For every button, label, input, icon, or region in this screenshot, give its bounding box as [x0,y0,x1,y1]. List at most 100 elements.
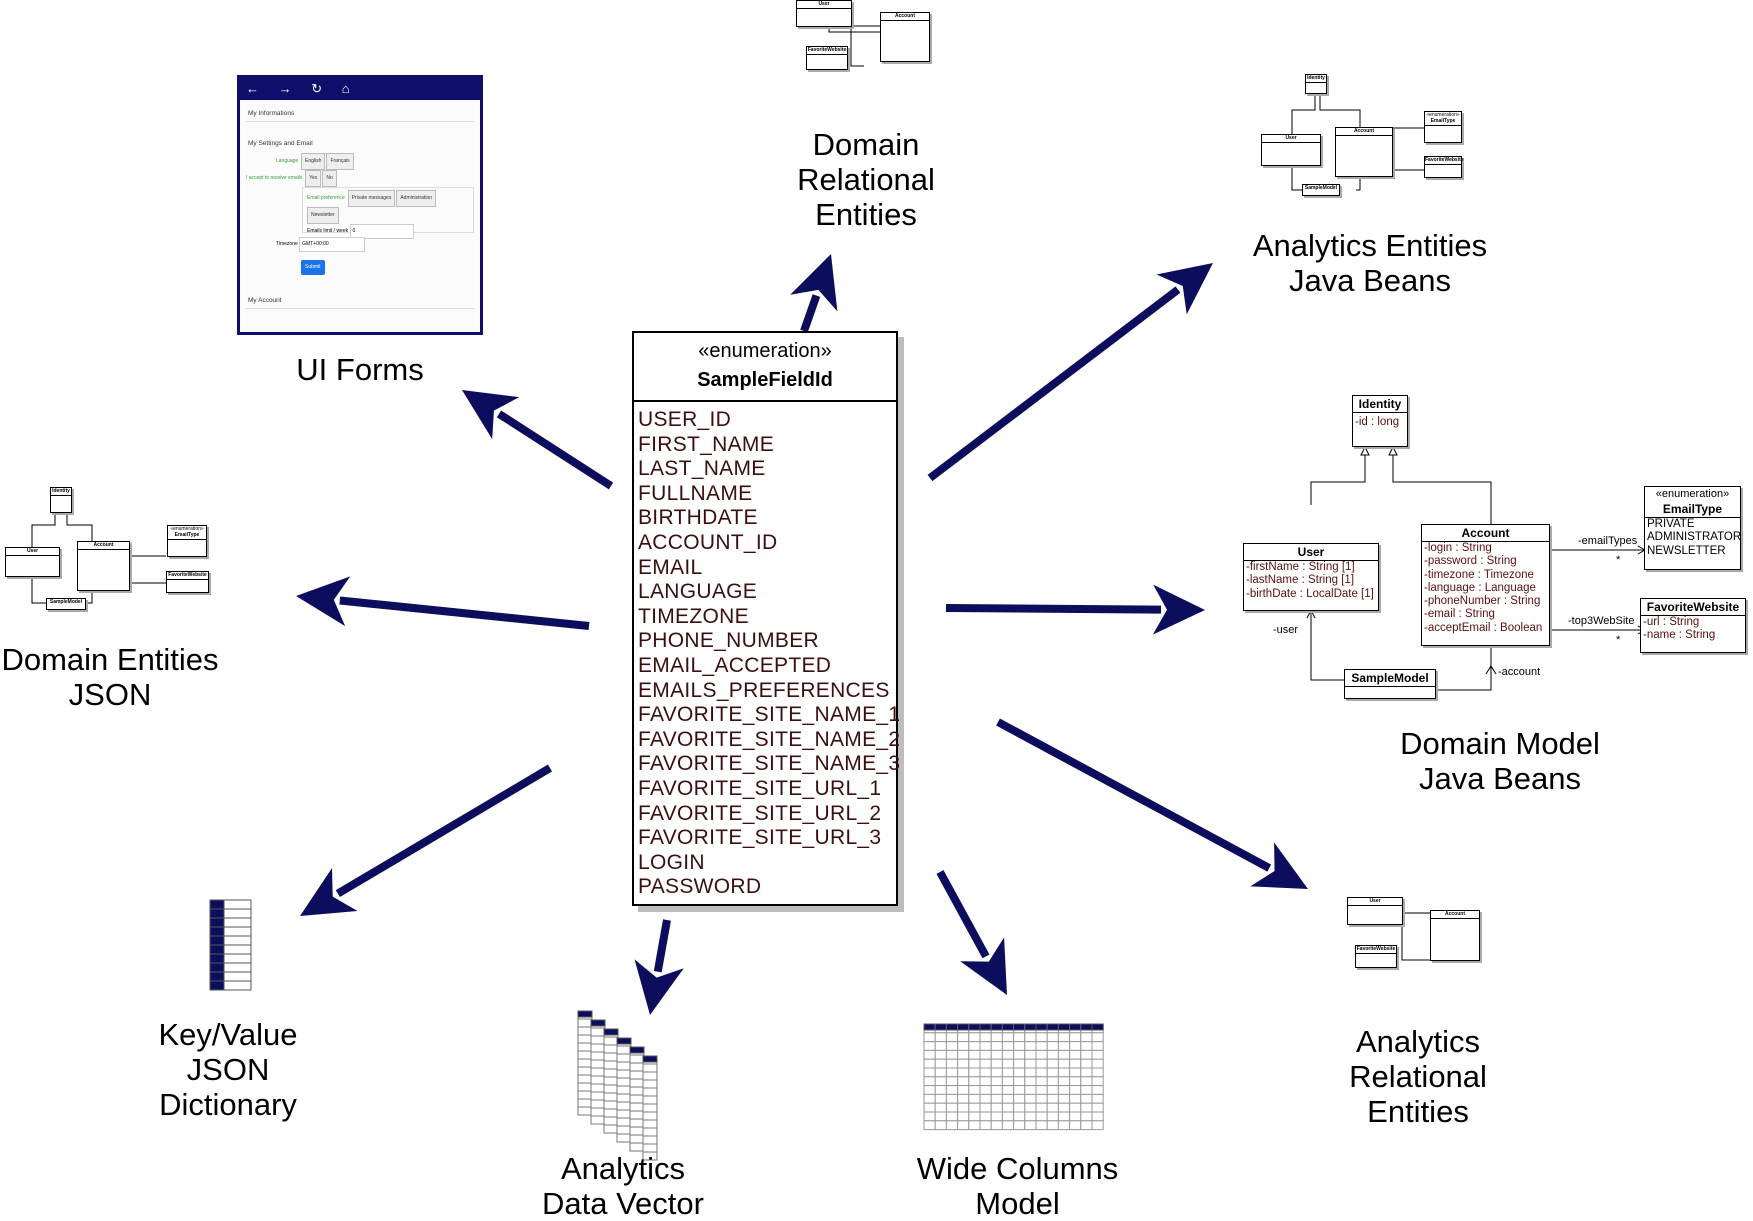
enum-value: TIMEZONE [638,604,749,628]
enum-value: ACCOUNT_ID [638,530,778,554]
enum-value: FAVORITE_SITE_NAME_1 [638,703,901,727]
table-cell [590,1083,606,1093]
mini-rel-account: Account [880,12,930,62]
table-cell [616,1109,632,1119]
table-cell [979,1067,992,1078]
table-cell [968,1076,981,1087]
ui-form-thumbnail: ← → ↻ ⌂ My Informations My Settings and … [237,75,483,335]
table-cell [1080,1120,1093,1131]
table-cell [642,1119,658,1129]
table-cell [603,1084,619,1094]
table-cell [577,1098,593,1108]
table-cell [209,971,225,982]
table-cell [603,1124,619,1134]
ui-accept-label: I accept to receive emails [246,175,303,181]
mini-json-favorite: FavoriteWebsite [166,571,209,593]
table-cell [945,1120,959,1131]
table-cell [957,1041,970,1051]
table-cell [1001,1120,1015,1131]
table-cell [616,1037,632,1045]
table-cell [209,962,225,973]
table-cell [1046,1049,1059,1060]
table-cell [603,1052,619,1062]
enum-value: USER_ID [638,408,732,431]
table-cell [1080,1023,1093,1031]
table-cell [577,1082,593,1092]
table-cell [945,1111,959,1122]
ui-lang-english[interactable]: English [301,153,326,170]
table-cell [1035,1120,1048,1131]
table-cell [1035,1093,1048,1104]
table-cell [1013,1058,1026,1069]
ui-lang-french[interactable]: Français [326,153,354,170]
table-cell [1046,1023,1059,1031]
enum-value: FAVORITE_SITE_NAME_2 [638,727,901,751]
table-cell [603,1076,619,1086]
ui-pref-private[interactable]: Private messages [347,190,396,207]
arrow-head [300,867,358,916]
table-cell [934,1041,947,1051]
table-cell [1046,1102,1059,1113]
table-cell [1057,1067,1071,1078]
table-cell [1024,1067,1037,1078]
arrow-head [790,254,838,312]
ui-emails-limit-input[interactable]: 0 [349,224,414,239]
table-cell [616,1101,632,1111]
ui-submit-button[interactable]: Submit [301,260,325,275]
table-cell [603,1108,619,1118]
table-cell [957,1058,970,1069]
table-cell [603,1068,619,1078]
table-cell [629,1094,645,1104]
table-cell [1069,1076,1082,1087]
table-cell [968,1085,981,1095]
table-cell [209,944,225,955]
table-cell [590,1027,606,1037]
table-cell [1080,1093,1093,1104]
table-cell [990,1111,1003,1122]
table-cell [603,1092,619,1102]
wide-columns-grid-icon [923,1023,1104,1131]
table-cell [1035,1102,1048,1113]
arrows-group [296,254,1308,1015]
table-cell [968,1102,981,1113]
table-cell [629,1062,645,1072]
assoc-star-1: * [1616,554,1621,566]
table-cell [642,1135,658,1145]
ui-pref-admin[interactable]: Administration [396,190,437,207]
table-cell [616,1093,632,1103]
mini-rel-user: User [796,0,852,27]
table-cell [945,1032,959,1043]
table-cell [590,1019,606,1027]
label-ui-forms: UI Forms [296,352,424,387]
table-cell [990,1058,1003,1069]
browser-nav-bar: ← → ↻ ⌂ [240,78,480,100]
table-cell [642,1151,658,1161]
table-cell [1046,1120,1059,1131]
table-cell [616,1053,632,1063]
table-cell [1091,1102,1104,1113]
table-cell [1069,1049,1082,1060]
ui-no[interactable]: No [322,170,337,187]
table-cell [957,1032,970,1043]
table-cell [629,1078,645,1088]
table-cell [642,1087,658,1097]
ui-yes[interactable]: Yes [305,170,322,187]
mini-ab-account: Account [1335,127,1393,177]
ui-pref-newsletter[interactable]: Newsletter [307,207,339,224]
table-cell [1080,1058,1093,1069]
enum-value: PASSWORD [638,875,762,899]
table-cell [642,1055,658,1063]
table-cell [1057,1058,1071,1069]
table-cell [979,1023,992,1031]
enum-value: EMAIL [638,555,703,579]
ui-timezone-select[interactable]: GMT+00:00 [299,237,366,252]
table-cell [990,1041,1003,1051]
assoc-account: -account [1498,666,1540,678]
mini-assoc-labels: -emailTypes * -top3WebSite * -user -acco… [1273,535,1638,678]
table-cell [642,1063,658,1073]
table-cell [1046,1076,1059,1087]
table-cell [629,1142,645,1152]
